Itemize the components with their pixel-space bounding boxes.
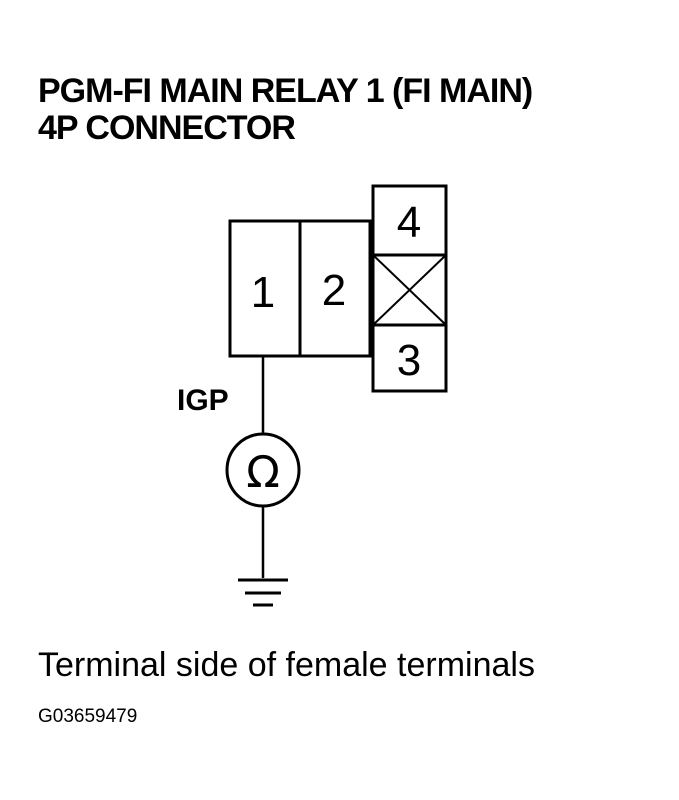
wire-label-igp: IGP (177, 384, 229, 417)
ground-symbol-icon (238, 578, 288, 607)
ohmmeter-icon: Ω (225, 432, 301, 508)
terminal-2-label: 2 (322, 266, 346, 315)
figure-id: G03659479 (38, 706, 138, 727)
diagram-title-line-2: 4P CONNECTOR (38, 109, 296, 147)
diagram-title-line-1: PGM-FI MAIN RELAY 1 (FI MAIN) (38, 72, 533, 110)
x-box-icon (372, 254, 447, 326)
diagram-caption: Terminal side of female terminals (38, 646, 535, 684)
connector-right-column (371, 184, 448, 393)
ohm-symbol: Ω (246, 447, 280, 498)
terminal-1-label: 1 (251, 268, 275, 317)
terminal-3-label: 3 (397, 336, 421, 385)
terminal-4-label: 4 (397, 198, 421, 247)
